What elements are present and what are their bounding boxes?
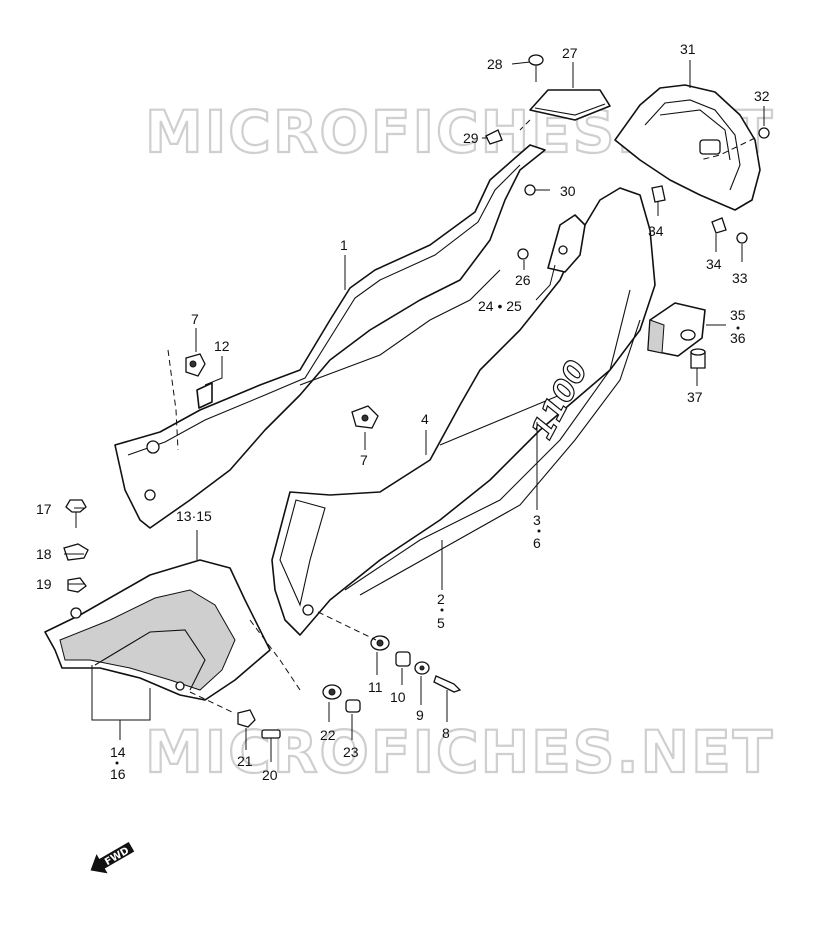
callout-16: 16 [110, 766, 126, 782]
part-bracket-plate[interactable] [547, 214, 586, 273]
callout-33: 33 [732, 270, 748, 286]
callout-9: 9 [416, 707, 424, 723]
callout-5: 5 [437, 615, 445, 631]
part-37-collar[interactable] [690, 348, 706, 369]
callout-30: 30 [560, 183, 576, 199]
callout-7-lower: 7 [360, 452, 368, 468]
callout-8: 8 [442, 725, 450, 741]
callout-2: 2 [437, 591, 445, 607]
part-31-grab-rail[interactable] [614, 84, 761, 211]
callout-28: 28 [487, 56, 503, 72]
callout-11: 11 [368, 679, 383, 695]
part-left-frame-cover[interactable] [114, 144, 546, 529]
callout-36: 36 [730, 330, 746, 346]
callout-1: 1 [340, 237, 348, 253]
part-27-plate[interactable] [529, 89, 611, 121]
callout-10: 10 [390, 689, 406, 705]
callout-34-upper: 34 [648, 223, 664, 239]
callout-24-25: 24 • 25 [478, 298, 522, 314]
leader-lines [64, 60, 765, 762]
callout-18: 18 [36, 546, 52, 562]
callout-37: 37 [687, 389, 703, 405]
callout-32: 32 [754, 88, 770, 104]
callout-23: 23 [343, 744, 359, 760]
callout-3: 3 [533, 512, 541, 528]
part-35-rubber-block[interactable] [647, 302, 706, 357]
callout-4: 4 [421, 411, 429, 427]
watermark-bottom: MICROFICHES.NET [145, 718, 774, 786]
callout-27: 27 [562, 45, 578, 61]
callout-14: 14 [110, 744, 126, 760]
callout-34-lower: 34 [706, 256, 722, 272]
part-lower-side-cover[interactable] [44, 559, 271, 701]
callout-31: 31 [680, 41, 696, 57]
callout-13-15: 13·15 [176, 508, 212, 524]
callout-29: 29 [463, 130, 479, 146]
fwd-arrow-icon: FWD [90, 841, 135, 874]
callout-22: 22 [320, 727, 336, 743]
callout-20: 20 [262, 767, 278, 783]
callout-35: 35 [730, 307, 746, 323]
callout-19: 19 [36, 576, 52, 592]
hardware-items [63, 54, 770, 739]
callout-26: 26 [515, 272, 531, 288]
callout-labels: 1 2 5 3 6 4 7 7 8 10 9 11 12 13·15 14 16… [36, 41, 770, 783]
callout-7-upper: 7 [191, 311, 199, 327]
callout-12: 12 [214, 338, 230, 354]
callout-21: 21 [237, 753, 253, 769]
callout-6: 6 [533, 535, 541, 551]
callout-17: 17 [36, 501, 52, 517]
